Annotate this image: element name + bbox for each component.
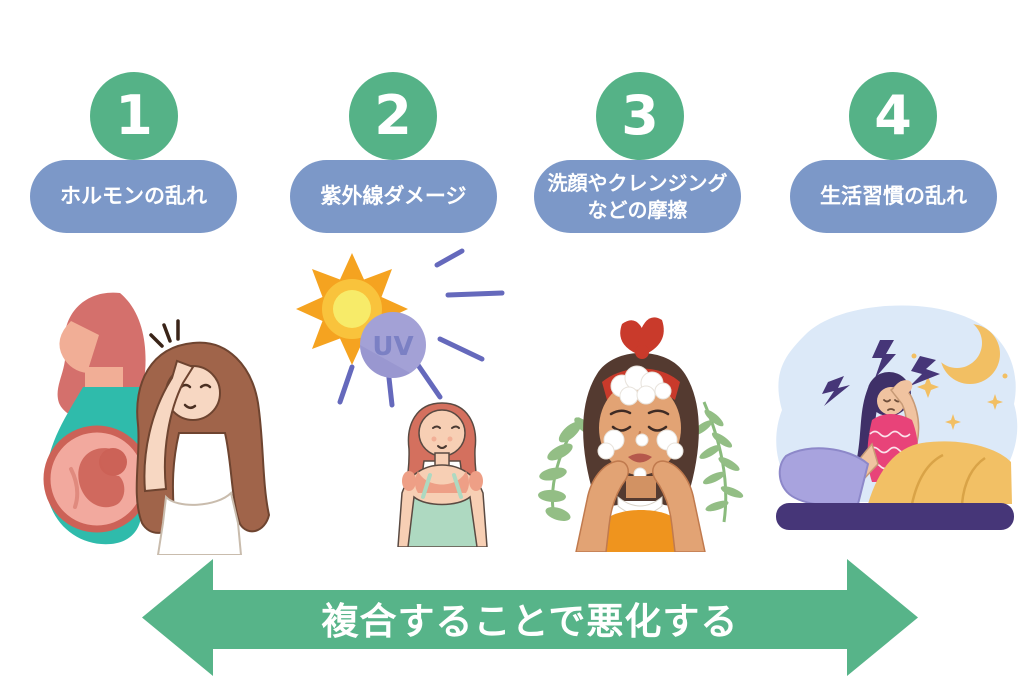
bed-base-shape: [776, 503, 1014, 530]
step-4-number-badge: 4: [849, 72, 937, 160]
step-3-label-line: 洗顔やクレンジング: [547, 170, 728, 195]
pregnant-woman-figure: [43, 292, 151, 545]
step-4-label-pill: 生活習慣の乱れ: [790, 160, 997, 233]
step-2-label-line: 紫外線ダメージ: [320, 184, 467, 209]
step-2-number-badge: 2: [349, 72, 437, 160]
stress-spark-icon: [149, 319, 180, 348]
step-2-label-pill: 紫外線ダメージ: [290, 160, 497, 233]
leaf-branch-right-icon: [691, 401, 744, 523]
illustration-hormone-imbalance: [43, 292, 271, 555]
sleepless-woman-figure: [833, 372, 920, 505]
step-3-number-badge: 3: [596, 72, 684, 160]
step-4-label-line: 生活習慣の乱れ: [820, 184, 967, 209]
stressed-woman-figure: [135, 319, 271, 555]
illustration-face-washing: [538, 317, 744, 552]
step-1-label-line: ホルモンの乱れ: [60, 184, 207, 209]
sunburned-woman-figure: [397, 402, 488, 547]
step-3-label-pill: 洗顔やクレンジング などの摩擦: [534, 160, 741, 233]
step-1-label-pill: ホルモンの乱れ: [30, 160, 237, 233]
stress-lightning-icon: [822, 340, 940, 406]
uv-badge: UV: [360, 312, 426, 378]
cleansing-foam: [597, 365, 684, 481]
face-washing-woman-figure: [575, 317, 706, 552]
combine-arrow-label: 複合することで悪化する: [321, 599, 739, 643]
combine-arrow: [142, 559, 918, 676]
illustration-uv-damage: UV: [296, 248, 505, 547]
step-1-number-badge: 1: [90, 72, 178, 160]
pillow-shape: [778, 447, 870, 507]
stars-icon: [911, 353, 1008, 430]
illustration-lifestyle-disorder: [776, 305, 1018, 530]
blanket-shape: [868, 441, 1012, 505]
moon-icon: [932, 318, 1000, 384]
step-3-label-line2: などの摩擦: [587, 197, 688, 222]
uv-badge-label: UV: [372, 332, 413, 362]
